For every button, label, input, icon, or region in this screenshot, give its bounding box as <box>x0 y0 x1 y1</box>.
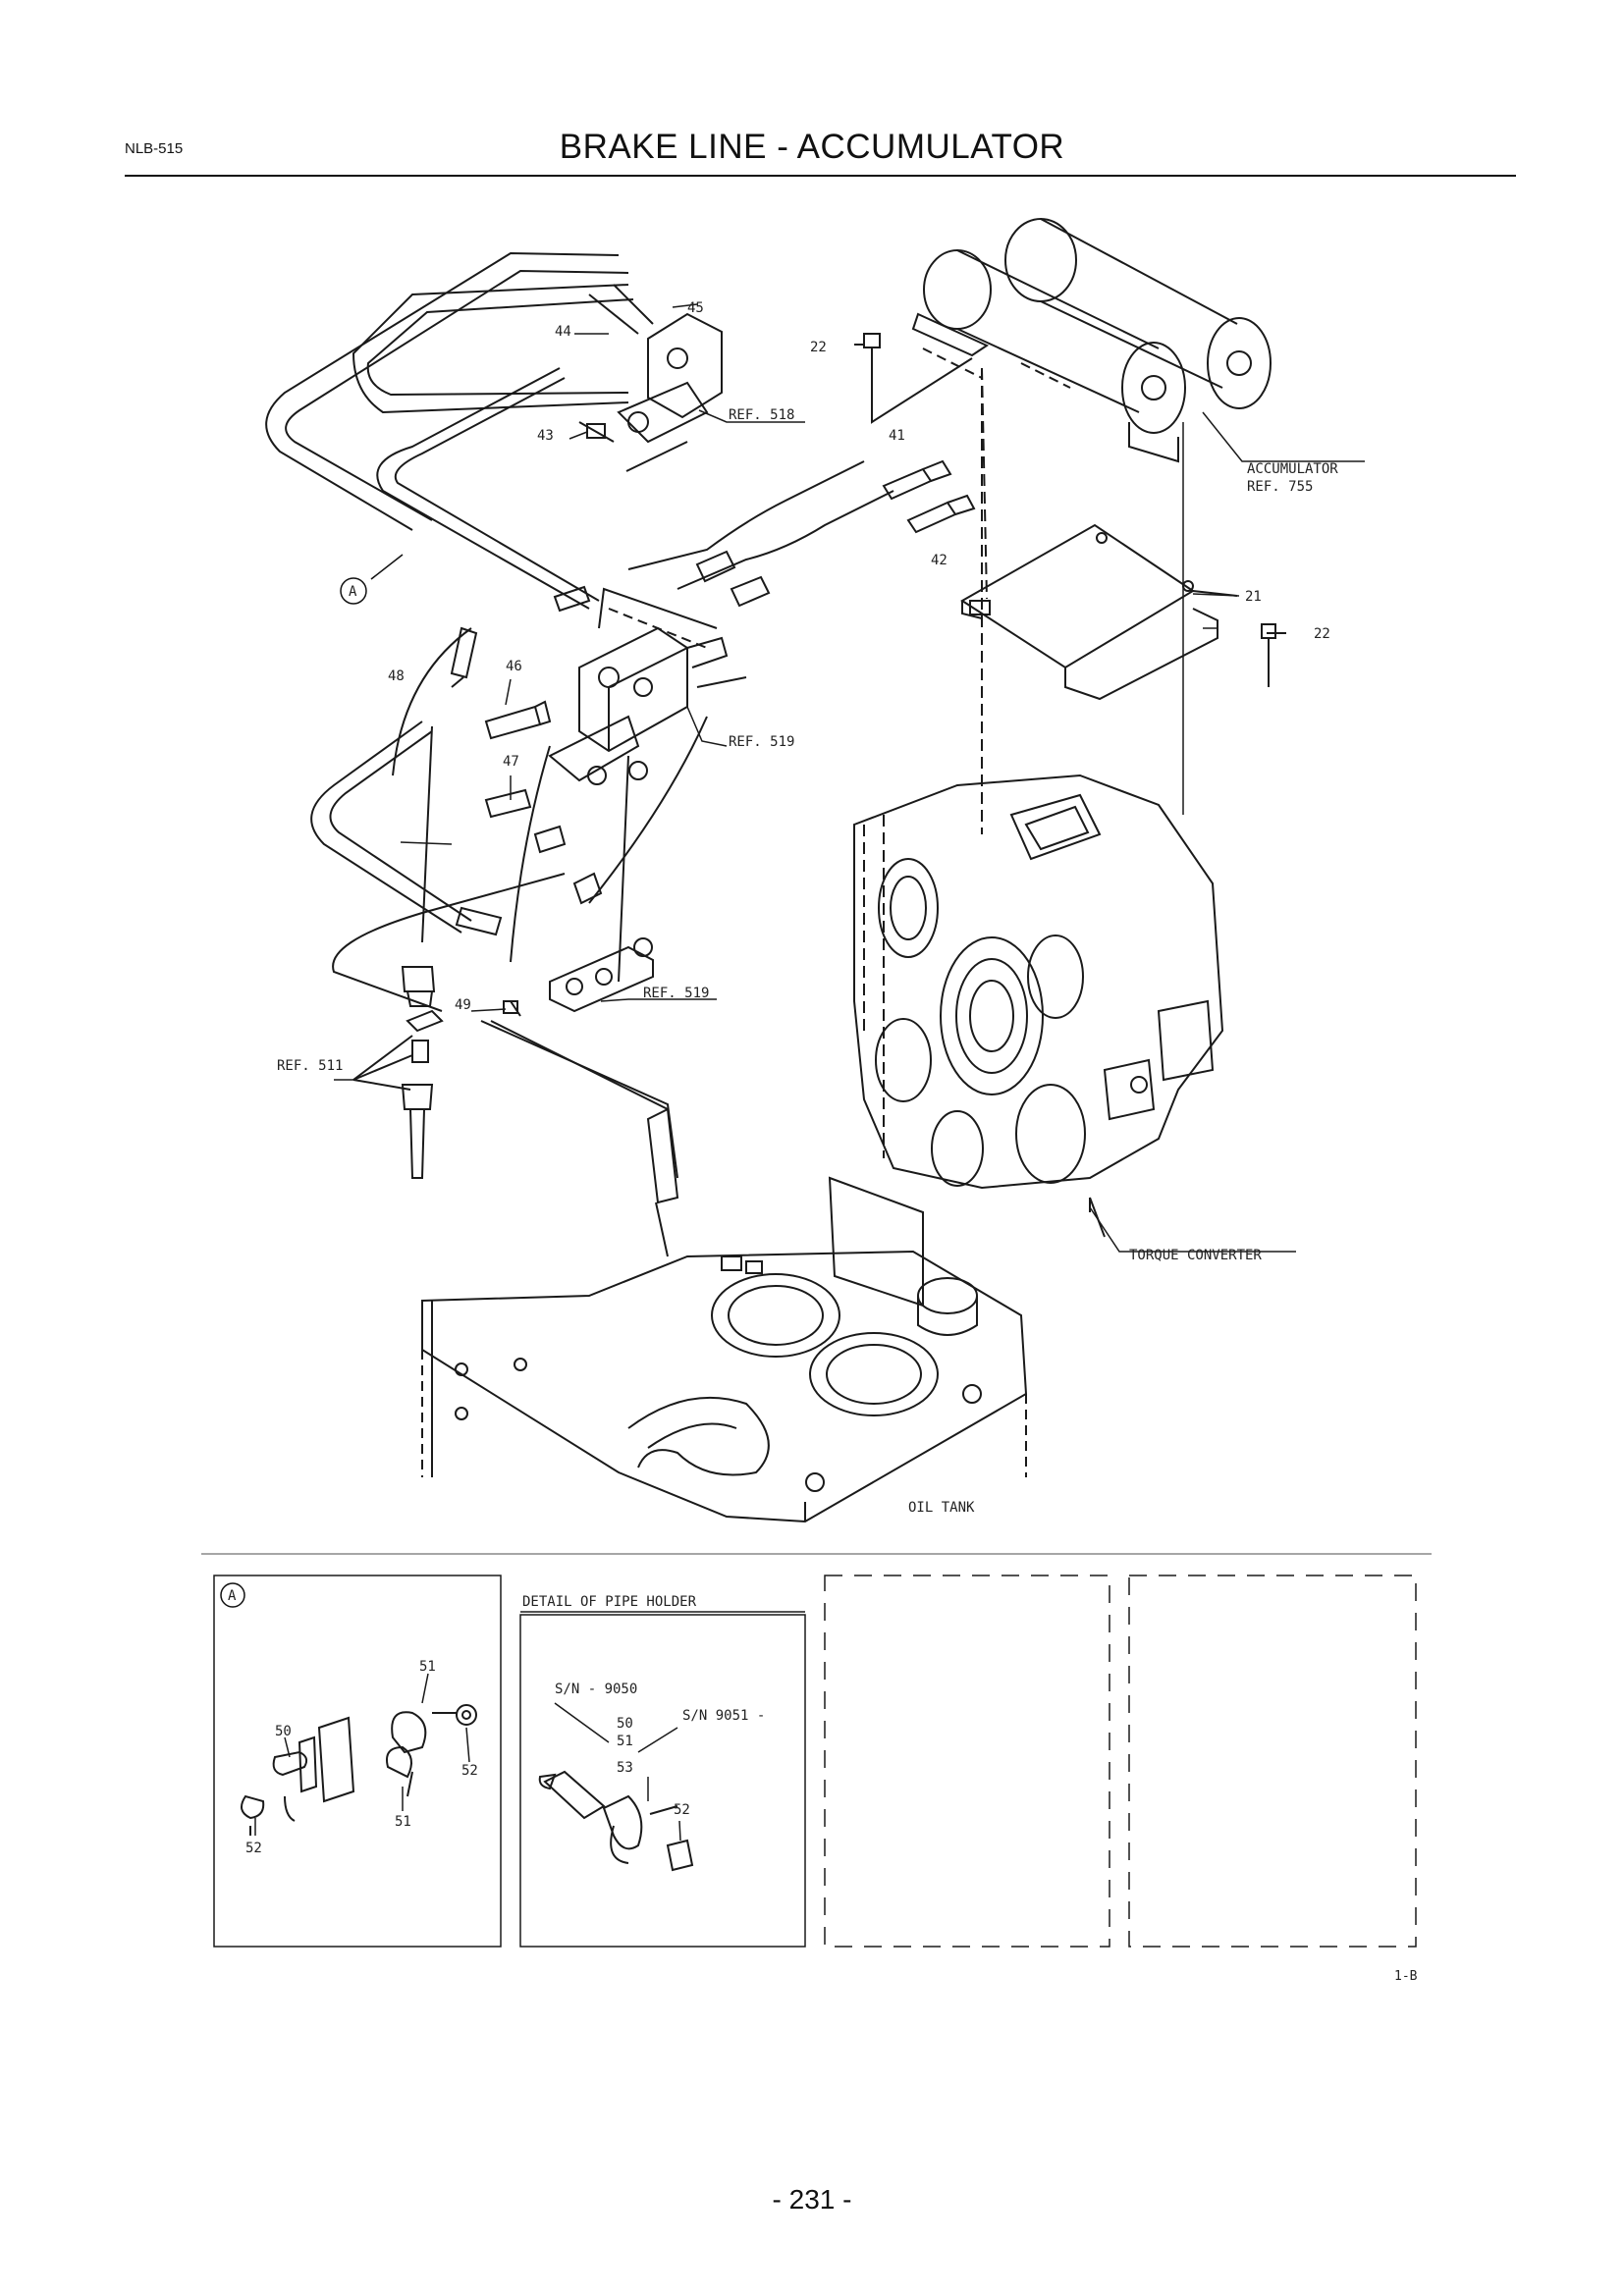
callout-45: 45 <box>687 300 704 316</box>
empty-box-1 <box>824 1575 1110 1948</box>
detail-a-callout-51-bottom: 51 <box>395 1814 411 1830</box>
oil-tank <box>421 1176 1028 1523</box>
callout-22-top: 22 <box>810 340 827 355</box>
pipe-holder-callout-52: 52 <box>674 1802 690 1818</box>
pipe-holder-callout-53: 53 <box>617 1760 633 1776</box>
callout-22-right: 22 <box>1314 626 1330 642</box>
page-number: - 231 - <box>772 2184 852 2215</box>
hose-fittings <box>553 550 771 613</box>
empty-box-2 <box>1128 1575 1417 1948</box>
pipe-holder-leaders <box>554 1702 681 1842</box>
pipe-holder-box <box>519 1614 806 1948</box>
detail-a-leaders <box>254 1673 470 1836</box>
callout-41: 41 <box>889 428 905 444</box>
detail-a-callout-52-right: 52 <box>461 1763 478 1779</box>
torque-converter-label: TORQUE CONVERTER <box>1129 1248 1262 1263</box>
bolt-22-top <box>854 333 973 424</box>
hose-lower <box>455 825 603 936</box>
manifold-519-lower <box>503 937 654 1017</box>
detail-a-box <box>213 1575 502 1948</box>
fitting-46 <box>484 700 552 740</box>
fitting-42 <box>906 494 976 534</box>
ref-519-label-upper: REF. 519 <box>729 734 794 750</box>
accumulator-label: ACCUMULATOR <box>1247 461 1338 477</box>
callout-42: 42 <box>931 553 947 568</box>
ref-519-label-lower: REF. 519 <box>643 986 709 1001</box>
detail-a-callout-51-top: 51 <box>419 1659 436 1675</box>
fitting-41 <box>882 459 952 501</box>
oil-tank-label: OIL TANK <box>908 1500 975 1516</box>
callout-48: 48 <box>388 668 405 684</box>
leader-lines <box>334 303 1365 1253</box>
callout-46: 46 <box>506 659 522 674</box>
detail-a-badge <box>220 1582 245 1608</box>
detail-a-badge-letter: A <box>228 1588 237 1604</box>
callout-44: 44 <box>555 324 571 340</box>
callout-21: 21 <box>1245 589 1262 605</box>
valve-block-518 <box>578 284 723 472</box>
ref-755-label: REF. 755 <box>1247 479 1313 495</box>
detail-a-pointer-letter: A <box>349 584 357 600</box>
torque-converter <box>853 774 1224 1238</box>
brake-hoses <box>265 251 894 1179</box>
pipe-holder-callout-51: 51 <box>617 1734 633 1749</box>
pipe-holder-sn-new: S/N 9051 - <box>682 1708 765 1724</box>
callout-47: 47 <box>503 754 519 770</box>
page-title: BRAKE LINE - ACCUMULATOR <box>559 128 1065 166</box>
pipe-holder-parts <box>538 1770 694 1872</box>
callout-49: 49 <box>455 997 471 1013</box>
detail-a-parts <box>241 1704 477 1836</box>
document-code: NLB-515 <box>125 140 184 157</box>
hose-to-tank <box>646 1107 679 1257</box>
manifold-519 <box>548 587 747 785</box>
fitting-48 <box>450 626 478 688</box>
fitting-47 <box>484 788 532 819</box>
pipe-holder-sn-old: S/N - 9050 <box>555 1682 637 1697</box>
detail-a-callout-52-left: 52 <box>245 1841 262 1856</box>
figure-code: 1-B <box>1394 1969 1418 1984</box>
accumulator-assembly <box>911 218 1272 463</box>
header-divider <box>125 175 1516 177</box>
pipe-holder-title: DETAIL OF PIPE HOLDER <box>522 1594 697 1610</box>
fittings-511 <box>352 966 444 1179</box>
bracket-plate-21 <box>960 523 1286 701</box>
ref-511-label: REF. 511 <box>277 1058 343 1074</box>
callout-43: 43 <box>537 428 554 444</box>
detail-a-pointer-badge <box>340 577 367 605</box>
ref-518-label: REF. 518 <box>729 407 794 423</box>
detail-a-callout-50: 50 <box>275 1724 292 1739</box>
pipe-holder-callout-50: 50 <box>617 1716 633 1732</box>
